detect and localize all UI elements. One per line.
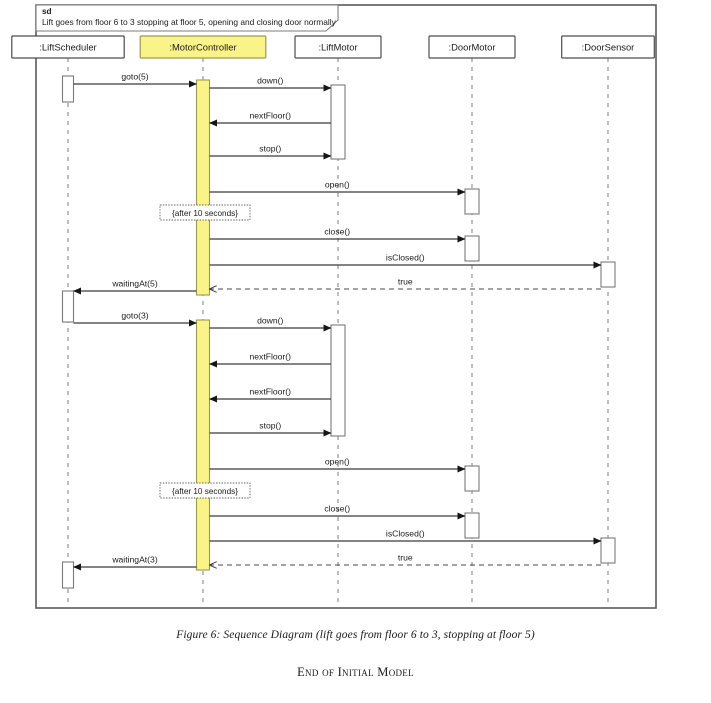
note-box <box>159 204 251 221</box>
lifeline-label: :LiftScheduler <box>39 42 96 53</box>
message-label: open() <box>325 457 350 467</box>
lifeline-box[interactable] <box>561 35 655 59</box>
timing-constraint-note: {after 10 seconds} <box>159 204 251 221</box>
message-waitingat5[interactable]: waitingAt(5) <box>73 279 197 295</box>
message-isclosed[interactable]: isClosed() <box>209 253 602 269</box>
activations-layer <box>61 75 616 589</box>
activation-bar-motorcontroller <box>195 319 211 571</box>
activation-bar-doorsensor <box>600 261 616 288</box>
messages-layer: goto(5) down() nextFloor() stop() open() clos… <box>73 72 602 571</box>
activation-bar-doormotor <box>464 465 480 492</box>
message-label: stop() <box>259 144 281 154</box>
activation-bar-liftmotor <box>330 324 346 437</box>
message-goto3[interactable]: goto(3) <box>73 311 197 327</box>
message-label: nextFloor() <box>249 111 291 121</box>
lifeline-box[interactable] <box>294 35 382 59</box>
frame-kind-tab <box>35 4 339 32</box>
message-nextfloor[interactable]: nextFloor() <box>209 387 332 403</box>
message-label: nextFloor() <box>249 387 291 397</box>
notes-layer: {after 10 seconds} {after 10 seconds} <box>159 204 251 499</box>
message-label: true <box>398 553 413 563</box>
message-label: isClosed() <box>386 529 425 539</box>
message-open[interactable]: open() <box>209 457 466 473</box>
message-close[interactable]: close() <box>209 504 466 520</box>
activation-bar-doormotor <box>464 188 480 215</box>
message-close[interactable]: close() <box>209 227 466 243</box>
activation-bar-doorsensor <box>600 537 616 564</box>
message-down[interactable]: down() <box>209 316 332 332</box>
message-label: waitingAt(5) <box>111 279 158 289</box>
lifeline-box[interactable] <box>139 35 267 59</box>
figure-caption: Figure 6: Sequence Diagram (lift goes fr… <box>176 629 535 641</box>
lifeline-liftscheduler[interactable]: :LiftScheduler <box>11 35 125 604</box>
activation-bar-liftscheduler <box>61 561 75 589</box>
lifeline-doormotor[interactable]: :DoorMotor <box>428 35 516 604</box>
activation-bar-doormotor <box>464 235 480 262</box>
message-label: open() <box>325 180 350 190</box>
message-label: isClosed() <box>386 253 425 263</box>
message-label: down() <box>257 316 283 326</box>
message-stop[interactable]: stop() <box>209 421 332 437</box>
message-nextfloor[interactable]: nextFloor() <box>209 352 332 368</box>
message-true[interactable]: true <box>210 553 602 566</box>
activation-bar-motorcontroller <box>195 79 211 296</box>
message-label: goto(3) <box>121 311 148 321</box>
timing-constraint-note: {after 10 seconds} <box>159 482 251 499</box>
activation-bar-liftscheduler <box>61 290 75 323</box>
activation-bar-doormotor <box>464 512 480 539</box>
end-of-model-note: End of Initial Model <box>297 665 414 679</box>
message-label: nextFloor() <box>249 352 291 362</box>
lifeline-box[interactable] <box>11 35 125 59</box>
frame-kind-label: sd <box>42 7 52 16</box>
note-text: {after 10 seconds} <box>172 209 238 218</box>
lifeline-label: :MotorController <box>169 42 236 53</box>
message-nextfloor[interactable]: nextFloor() <box>209 111 332 127</box>
message-waitingat3[interactable]: waitingAt(3) <box>73 555 197 571</box>
message-open[interactable]: open() <box>209 180 466 196</box>
message-label: close() <box>324 227 350 237</box>
activation-bar-liftscheduler <box>61 75 75 103</box>
message-label: stop() <box>259 421 281 431</box>
message-label: close() <box>324 504 350 514</box>
message-label: true <box>398 277 413 287</box>
interaction-frame: sd Lift goes from floor 6 to 3 stopping … <box>35 4 657 609</box>
message-goto5[interactable]: goto(5) <box>73 72 197 88</box>
message-stop[interactable]: stop() <box>209 144 332 160</box>
message-down[interactable]: down() <box>209 76 332 92</box>
message-isclosed[interactable]: isClosed() <box>209 529 602 545</box>
message-label: waitingAt(3) <box>111 555 158 565</box>
lifeline-doorsensor[interactable]: :DoorSensor <box>561 35 655 604</box>
message-true[interactable]: true <box>210 277 602 290</box>
frame-border <box>35 4 657 609</box>
note-box <box>159 482 251 499</box>
activation-bar-liftmotor <box>330 84 346 160</box>
note-text: {after 10 seconds} <box>172 487 238 496</box>
lifeline-label: :DoorSensor <box>582 42 635 53</box>
lifeline-box[interactable] <box>428 35 516 59</box>
frame-description: Lift goes from floor 6 to 3 stopping at … <box>42 17 337 27</box>
message-label: goto(5) <box>121 72 148 82</box>
lifeline-label: :DoorMotor <box>449 42 496 53</box>
lifeline-label: :LiftMotor <box>318 42 357 53</box>
message-label: down() <box>257 76 283 86</box>
lifelines-layer: :LiftScheduler :MotorController :LiftMotor… <box>11 35 655 604</box>
